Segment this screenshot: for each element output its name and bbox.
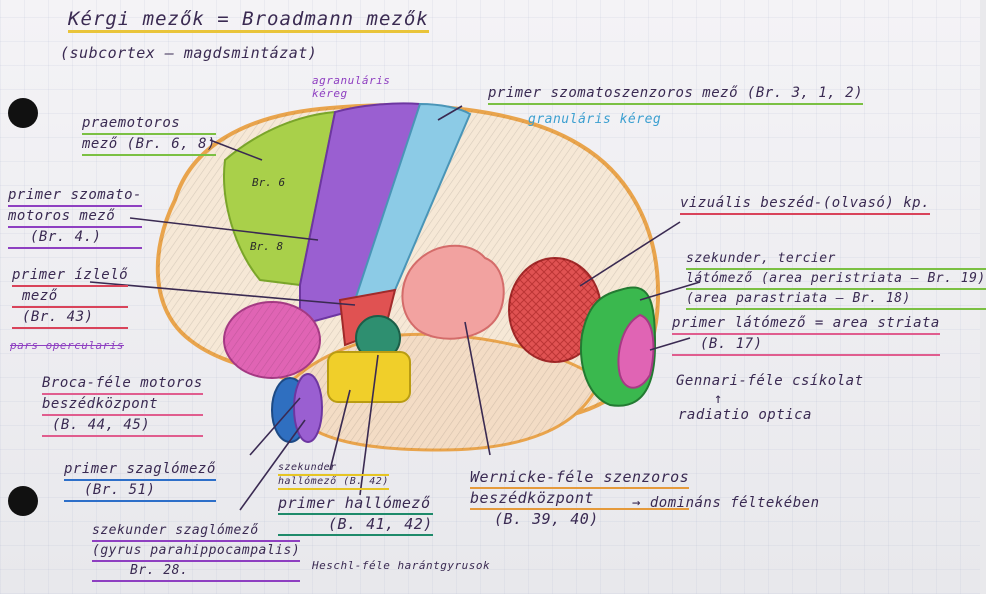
binder-hole-bottom (8, 486, 38, 516)
szekunder-szaglo-label: szekunder szaglómező (gyrus parahippocam… (92, 522, 301, 582)
primer-szomato-label: primer szomatoszenzoros mező (Br. 3, 1, … (488, 84, 864, 105)
praemotoros-line-1: praemotoros (82, 114, 216, 135)
szekunder-latomezo-line-1: szekunder, tercier (686, 250, 986, 270)
broca-line-3: (B. 44, 45) (42, 416, 203, 437)
pars-opercularis-label: pars opercularis (10, 339, 124, 352)
wernicke-label: Wernicke-féle szenzoros beszédközpont (B… (470, 468, 690, 529)
wernicke-line-3: (B. 39, 40) (494, 510, 599, 528)
szekunder-hallo-label: szekunder hallómező (B. 42) (278, 462, 389, 490)
primer-latomezo-label: primer látómező = area striata (B. 17) (672, 314, 940, 356)
wernicke-line-1: Wernicke-féle szenzoros (470, 468, 690, 489)
primary-motor-area (299, 102, 422, 327)
agranular-label: agranuláris kéreg (312, 74, 390, 100)
primer-szaglo-label: primer szaglómező (Br. 51) (64, 460, 216, 502)
primer-izlelo-line-3: (Br. 43) (12, 308, 129, 329)
arrow-up-label: ↑ (714, 391, 723, 407)
primer-izlelo-label: primer ízlelő mező (Br. 43) (12, 266, 129, 329)
szekunder-szaglo-line-1: szekunder szaglómező (92, 522, 301, 542)
primer-hallo-line-2: (B. 41, 42) (278, 515, 433, 536)
region-label-br8: Br. 8 (250, 240, 284, 253)
wernicke-line-2: beszédközpont (470, 489, 690, 510)
primary-visual-area (617, 313, 655, 389)
wernicke-area (401, 244, 505, 340)
agranular-line-2: kéreg (312, 87, 348, 100)
agranular-line-1: agranuláris (312, 74, 391, 87)
secondary-olfactory-area (293, 373, 323, 443)
primer-szaglo-line-1: primer szaglómező (64, 460, 216, 481)
szekunder-latomezo-line-3: (area parastriata – Br. 18) (686, 290, 986, 310)
primer-szomatomotoros-line-1: primer szomato- (8, 186, 142, 207)
dominans-label: → domináns féltekében (632, 495, 820, 511)
heschl-label: Heschl-féle harántgyrusok (312, 559, 491, 572)
praemotoros-line-2: mező (Br. 6, 8) (82, 135, 216, 156)
binder-hole-top (8, 98, 38, 128)
szekunder-latomezo-label: szekunder, tercier látómező (area perist… (686, 250, 986, 310)
broca-line-2: beszédközpont (42, 395, 203, 416)
primer-szomatomotoros-line-3: (Br. 4.) (8, 228, 142, 249)
radiatio-label: radiatio optica (678, 407, 812, 423)
pointer-lines (89, 105, 701, 511)
szekunder-szaglo-line-3: Br. 28. (92, 562, 301, 582)
primer-latomezo-line-1: primer látómező = area striata (672, 314, 940, 335)
praemotoros-label: praemotoros mező (Br. 6, 8) (82, 114, 216, 156)
primer-latomezo-line-2: (B. 17) (672, 335, 940, 356)
secondary-auditory-area (327, 351, 411, 403)
szekunder-latomezo-line-2: látómező (area peristriata – Br. 19) (686, 270, 986, 290)
primer-hallo-label: primer hallómező (B. 41, 42) (278, 494, 433, 536)
page-title: Kérgi mezők = Broadmann mezők (68, 8, 429, 33)
vizualis-label: vizuális beszéd-(olvasó) kp. (680, 194, 931, 215)
primer-izlelo-line-1: primer ízlelő (12, 266, 129, 287)
primer-szomatomotoros-line-2: motoros mező (8, 207, 142, 228)
gennari-label: Gennari-féle csíkolat (676, 373, 864, 389)
region-label-br6: Br. 6 (252, 176, 286, 189)
primer-szomatomotoros-label: primer szomato- motoros mező (Br. 4.) (8, 186, 142, 249)
broca-line-1: Broca-féle motoros (42, 374, 203, 395)
primer-izlelo-line-2: mező (12, 287, 129, 308)
szekunder-hallo-line-1: szekunder (278, 462, 389, 476)
szekunder-szaglo-line-2: (gyrus parahippocampalis) (92, 542, 301, 562)
szekunder-hallo-line-2: hallómező (B. 42) (278, 476, 389, 490)
page-subtitle: (subcortex – magdsmintázat) (60, 44, 318, 62)
primer-szaglo-line-2: (Br. 51) (64, 481, 216, 502)
primer-hallo-line-1: primer hallómező (278, 494, 433, 515)
granular-label: granuláris kéreg (528, 112, 662, 127)
broca-label: Broca-féle motoros beszédközpont (B. 44,… (42, 374, 203, 437)
